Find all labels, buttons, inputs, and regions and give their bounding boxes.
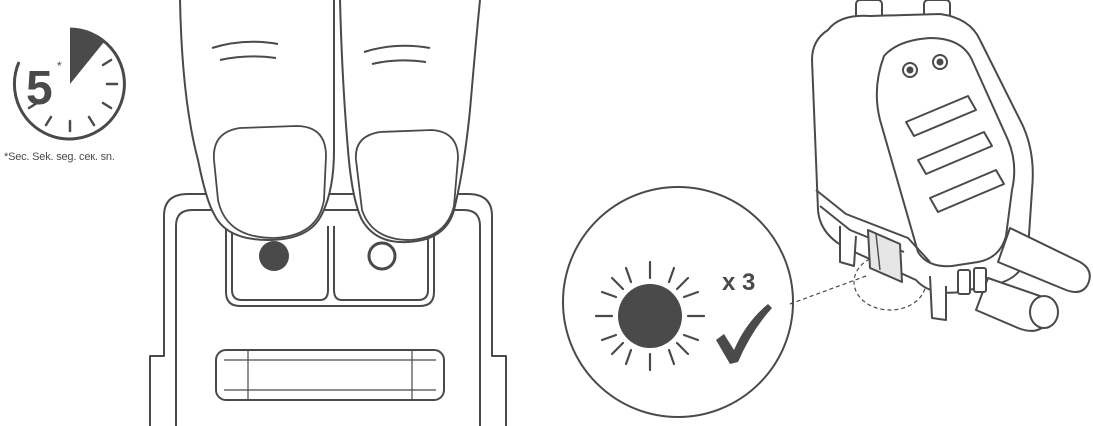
left-button-indicator — [259, 241, 289, 271]
timer-icon: 5 * *Sec. Sek. seg. сек. sn. — [4, 27, 126, 163]
light-rays — [594, 260, 706, 372]
timer-footnote: *Sec. Sek. seg. сек. sn. — [4, 151, 115, 163]
right-button-indicator — [367, 241, 397, 271]
timer-ticks — [27, 58, 119, 133]
rib-2 — [917, 131, 993, 175]
check-icon — [716, 304, 772, 364]
display-slot — [215, 349, 445, 401]
left-finger — [179, 0, 335, 241]
device-front — [149, 193, 507, 426]
right-button-bay — [333, 226, 429, 301]
light-on-icon — [618, 284, 682, 348]
pump-device — [811, 0, 1091, 332]
button-well — [225, 222, 435, 307]
repeat-count-label: x 3 — [722, 269, 755, 296]
outlet-nozzle-end — [1029, 295, 1059, 329]
left-button-bay — [231, 226, 329, 301]
timer-elapsed-wedge — [70, 29, 104, 84]
right-finger — [339, 0, 481, 244]
rib-3 — [929, 169, 1005, 213]
rib-1 — [905, 95, 977, 137]
vent-slot-1 — [957, 269, 971, 295]
timer-asterisk: * — [57, 59, 62, 73]
pump-leg-left — [839, 226, 857, 267]
vent-slot-2 — [973, 267, 987, 293]
timer-dial-outline — [12, 27, 126, 141]
timer-value: 5 — [26, 62, 53, 115]
indicator-callout: x 3 — [562, 186, 794, 418]
device-housing-inner — [175, 209, 481, 426]
side-pipe — [997, 227, 1091, 293]
pump-leg-right — [929, 275, 947, 321]
